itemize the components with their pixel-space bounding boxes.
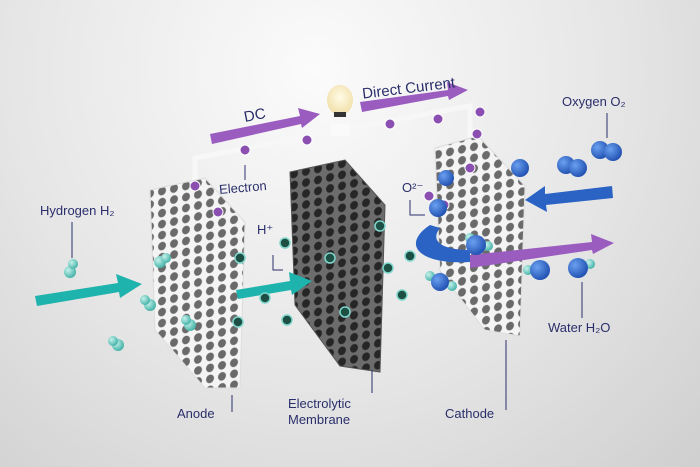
hydrogen-molecules: [64, 233, 595, 351]
hydrogen-ion-label: H⁺: [257, 222, 274, 237]
oxide-ion-label: O²⁻: [402, 180, 424, 195]
membrane-panel: [289, 159, 386, 373]
leader-lines: [71, 113, 608, 412]
hydrogen-transfer-arrow: [236, 272, 312, 299]
anode-panel: [149, 177, 246, 389]
oxygen-label: Oxygen O₂: [562, 94, 626, 109]
direct-current-arrow: [360, 82, 468, 112]
anode-label: Anode: [177, 406, 215, 421]
protons: [232, 220, 416, 328]
oxygen-molecules: [429, 141, 622, 291]
cathode-label: Cathode: [445, 406, 495, 421]
membrane-label-line2: Membrane: [288, 412, 351, 427]
water-label: Water H₂O: [548, 320, 611, 335]
light-bulb-icon: [327, 85, 353, 115]
oxygen-inflow-arrow: [525, 186, 613, 212]
membrane-label-line1: Electrolytic: [288, 396, 351, 411]
water-outflow-arrow: [470, 234, 614, 268]
bulb-socket: [330, 124, 350, 136]
hydrogen-inflow-arrow: [35, 274, 142, 306]
hydrogen-label: Hydrogen H₂: [40, 203, 115, 218]
reaction-curve-arrow: [415, 225, 470, 263]
membrane-label: Electrolytic Membrane: [288, 396, 351, 428]
bulb-base: [334, 112, 346, 117]
dc-arrow: [210, 108, 320, 144]
